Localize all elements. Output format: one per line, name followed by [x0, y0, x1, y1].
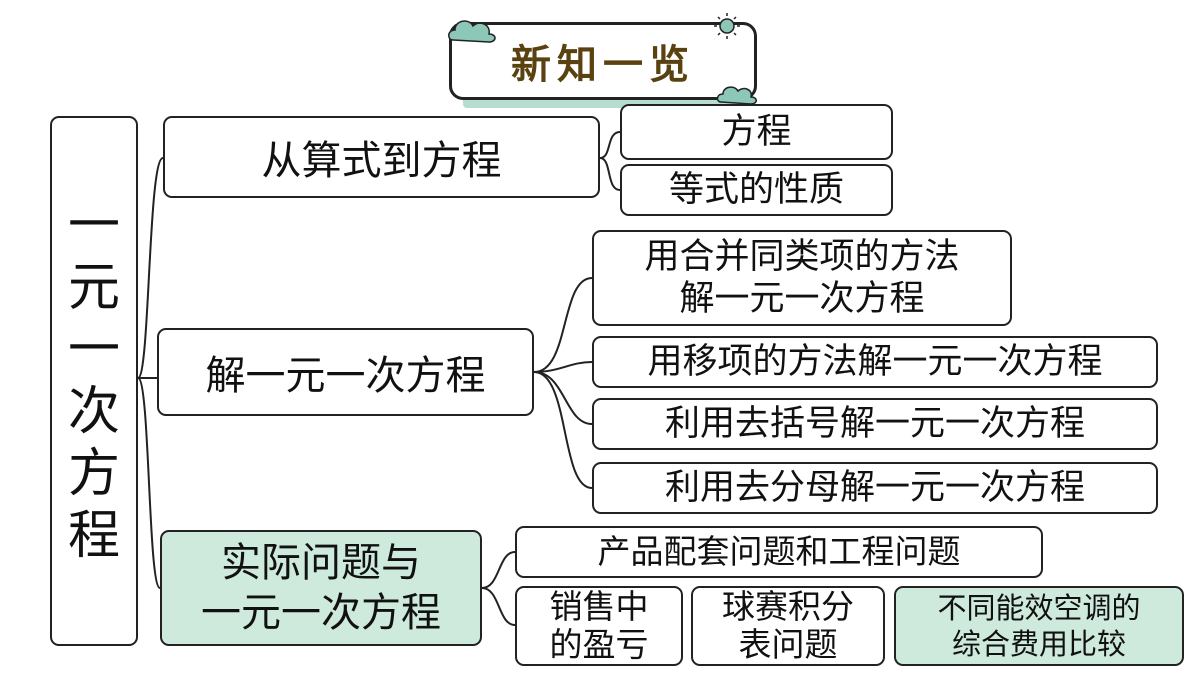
root-char: 一 — [67, 320, 120, 380]
branch-label-line: 一元一次方程 — [201, 590, 441, 636]
leaf-label-line: 销售中 — [549, 587, 649, 626]
connector-b3-top — [481, 551, 516, 589]
title-banner: 新知一览 — [445, 12, 765, 108]
connector-b2-c2 — [533, 361, 593, 373]
cloud-small-icon — [716, 86, 757, 105]
page-title: 新知一览 — [449, 22, 757, 100]
connector-root-branch1 — [137, 157, 164, 379]
leaf-label-line: 解一元一次方程 — [679, 279, 925, 319]
leaf-node: 利用去分母解一元一次方程 — [592, 462, 1158, 514]
leaf-label: 产品配套问题和工程问题 — [597, 532, 961, 571]
connector-b2-c4 — [533, 371, 593, 489]
leaf-label: 等式的性质 — [668, 170, 844, 210]
sun-icon — [714, 13, 740, 39]
root-char: 元 — [67, 258, 120, 318]
branch-node-1: 从算式到方程 — [163, 116, 600, 198]
leaf-label-line: 综合费用比较 — [951, 627, 1126, 661]
leaf-node: 销售中 的盈亏 — [515, 586, 683, 666]
leaf-label: 利用去分母解一元一次方程 — [664, 468, 1085, 508]
connector-b1-c2 — [599, 157, 621, 191]
connector-b1-c1 — [599, 131, 621, 159]
leaf-node: 利用去括号解一元一次方程 — [592, 398, 1158, 450]
connector-b2-c1 — [533, 277, 593, 373]
leaf-node: 产品配套问题和工程问题 — [515, 526, 1043, 578]
root-char: 方 — [67, 444, 120, 504]
leaf-label: 用移项的方法解一元一次方程 — [647, 342, 1103, 382]
leaf-node: 用移项的方法解一元一次方程 — [592, 336, 1158, 388]
connector-b2-c3 — [533, 371, 593, 425]
root-node: 一 元 一 次 方 程 — [50, 116, 138, 646]
root-char: 次 — [67, 382, 120, 442]
leaf-label-line: 不同能效空调的 — [937, 591, 1141, 625]
leaf-label: 利用去括号解一元一次方程 — [664, 404, 1085, 444]
leaf-label-line: 用合并同类项的方法 — [644, 237, 960, 277]
leaf-node: 用合并同类项的方法 解一元一次方程 — [592, 230, 1012, 326]
leaf-label-line: 的盈亏 — [549, 625, 649, 664]
connector-root-branch3 — [137, 377, 161, 589]
branch-label-line: 实际问题与 — [221, 540, 421, 586]
leaf-node: 等式的性质 — [620, 164, 893, 216]
connector-b3-bottom — [481, 587, 516, 626]
branch-label: 解一元一次方程 — [205, 353, 486, 399]
branch-node-3: 实际问题与 一元一次方程 — [160, 530, 482, 646]
leaf-node: 球赛积分 表问题 — [691, 586, 885, 666]
leaf-label-line: 表问题 — [738, 625, 838, 664]
branch-node-2: 解一元一次方程 — [157, 328, 534, 416]
leaf-node-highlight: 不同能效空调的 综合费用比较 — [894, 586, 1184, 666]
leaf-label-line: 球赛积分 — [722, 587, 854, 626]
cloud-icon — [448, 20, 496, 43]
branch-label: 从算式到方程 — [261, 138, 502, 184]
root-char: 一 — [67, 196, 120, 256]
leaf-node: 方程 — [620, 104, 893, 160]
root-char: 程 — [67, 506, 120, 566]
leaf-label: 方程 — [721, 112, 792, 152]
